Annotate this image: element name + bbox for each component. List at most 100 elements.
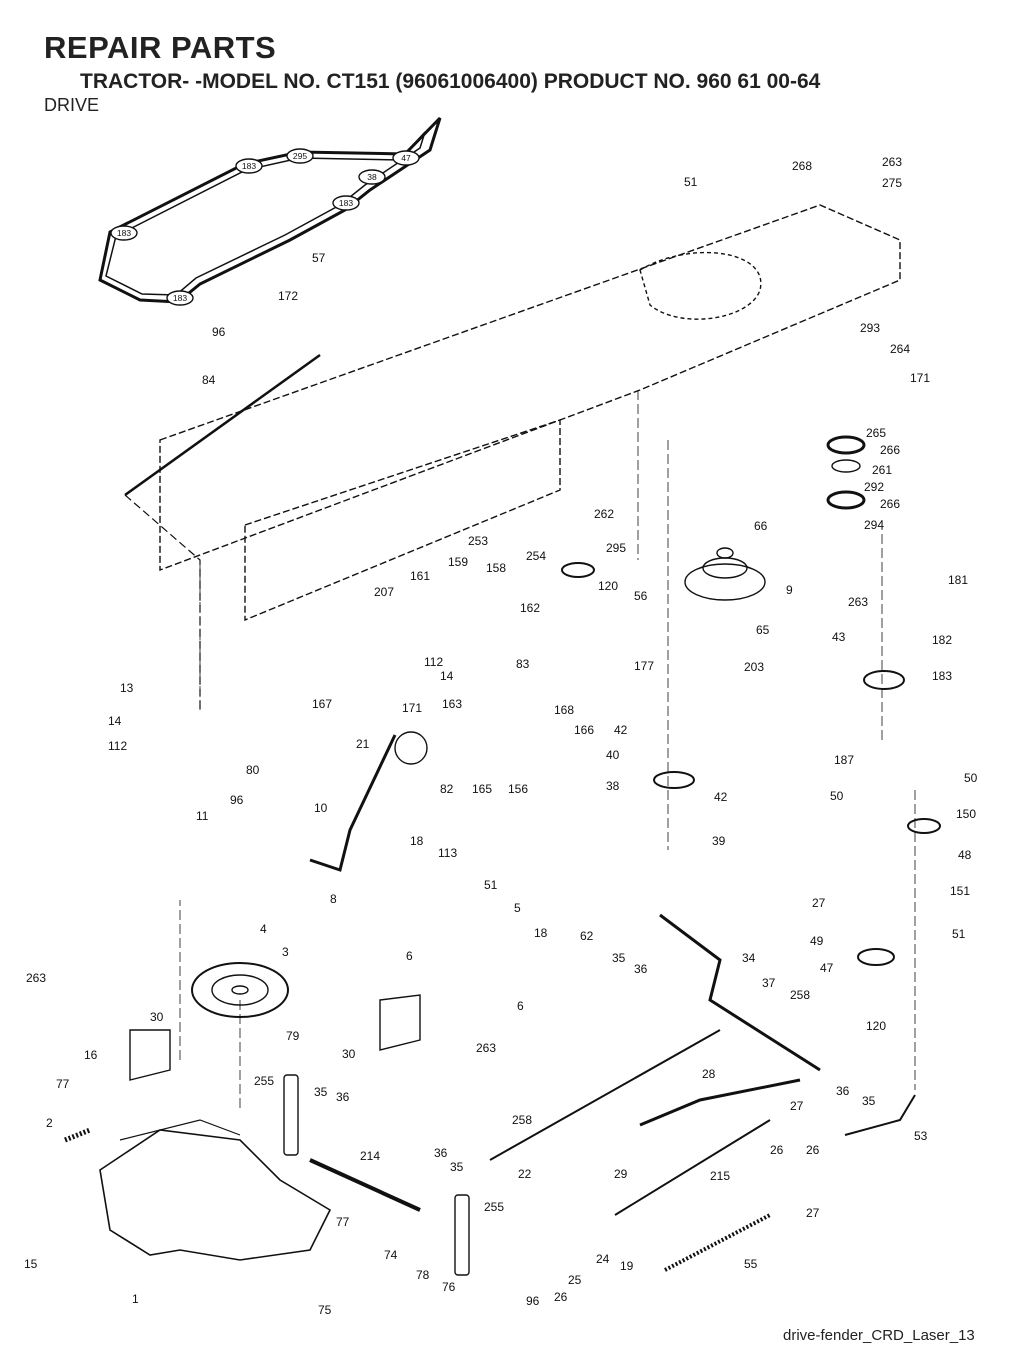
part-label-34: 34 bbox=[742, 951, 756, 965]
part-label-65: 65 bbox=[756, 623, 770, 637]
part-label-77b: 77 bbox=[336, 1215, 350, 1229]
bracket-30-right bbox=[379, 994, 421, 1051]
part-label-50b: 50 bbox=[964, 771, 978, 785]
part-label-8: 8 bbox=[330, 892, 337, 906]
idler-266-top bbox=[826, 435, 866, 455]
center-lines bbox=[179, 390, 916, 1110]
idler-261 bbox=[831, 459, 861, 473]
part-label-15: 15 bbox=[24, 1257, 38, 1271]
part-label-47: 47 bbox=[820, 961, 834, 975]
part-label-161: 161 bbox=[410, 569, 430, 583]
part-label-36a: 36 bbox=[634, 962, 648, 976]
part-label-26b: 26 bbox=[806, 1143, 820, 1157]
part-label-96c: 96 bbox=[526, 1294, 540, 1308]
part-label-293: 293 bbox=[860, 321, 880, 335]
part-label-215: 215 bbox=[710, 1169, 730, 1183]
brake-shaft bbox=[659, 913, 821, 1072]
drawing-lines bbox=[64, 116, 941, 1276]
part-label-168: 168 bbox=[554, 703, 574, 717]
pulley-47 bbox=[857, 948, 895, 966]
part-label-263c: 263 bbox=[26, 971, 46, 985]
transaxle-housing bbox=[99, 1129, 332, 1261]
part-label-35d: 35 bbox=[450, 1160, 464, 1174]
part-label-275: 275 bbox=[882, 176, 902, 190]
part-label-22: 22 bbox=[518, 1167, 532, 1181]
part-label-264: 264 bbox=[890, 342, 910, 356]
part-label-76: 76 bbox=[442, 1280, 456, 1294]
part-label-40: 40 bbox=[606, 748, 620, 762]
part-label-83: 83 bbox=[516, 657, 530, 671]
drive-belt-inner bbox=[105, 131, 426, 296]
rod-215 bbox=[614, 1119, 771, 1216]
part-label-51b: 51 bbox=[484, 878, 498, 892]
page-title: REPAIR PARTS bbox=[44, 30, 277, 65]
part-label-30a: 30 bbox=[150, 1010, 164, 1024]
part-label-203: 203 bbox=[744, 660, 764, 674]
part-label-62: 62 bbox=[580, 929, 594, 943]
pedal-link-28 bbox=[639, 1078, 801, 1127]
part-label-268: 268 bbox=[792, 159, 812, 173]
part-label-51a: 51 bbox=[684, 175, 698, 189]
part-label-16: 16 bbox=[84, 1048, 98, 1062]
part-label-25: 25 bbox=[568, 1273, 582, 1287]
transmission-pulley bbox=[191, 962, 289, 1018]
part-label-187: 187 bbox=[834, 753, 854, 767]
part-label-292: 292 bbox=[864, 480, 884, 494]
part-label-51c: 51 bbox=[952, 927, 966, 941]
part-label-66: 66 bbox=[754, 519, 768, 533]
part-label-171b: 171 bbox=[402, 701, 422, 715]
part-label-37: 37 bbox=[762, 976, 776, 990]
part-label-77a: 77 bbox=[56, 1077, 70, 1091]
part-label-120b: 120 bbox=[866, 1019, 886, 1033]
part-label-183: 183 bbox=[932, 669, 952, 683]
part-label-56: 56 bbox=[634, 589, 648, 603]
drawing-id: drive-fender_CRD_Laser_13 bbox=[783, 1327, 975, 1344]
shift-lever bbox=[309, 734, 397, 872]
pulley-150 bbox=[907, 818, 941, 834]
rod-22 bbox=[489, 1029, 721, 1161]
part-label-82: 82 bbox=[440, 782, 454, 796]
frame-outline bbox=[159, 204, 901, 572]
part-label-26c: 26 bbox=[554, 1290, 568, 1304]
part-label-79: 79 bbox=[286, 1029, 300, 1043]
belt-pulley-marker bbox=[332, 195, 360, 211]
part-label-207: 207 bbox=[374, 585, 394, 599]
pulley-38 bbox=[653, 771, 695, 789]
part-label-18b: 18 bbox=[534, 926, 548, 940]
part-label-295: 295 bbox=[606, 541, 626, 555]
part-label-253: 253 bbox=[468, 534, 488, 548]
part-label-266b: 266 bbox=[880, 497, 900, 511]
part-label-113: 113 bbox=[438, 846, 457, 860]
part-label-2: 2 bbox=[46, 1116, 53, 1130]
part-label-159: 159 bbox=[448, 555, 468, 569]
part-label-166: 166 bbox=[574, 723, 594, 737]
part-label-158: 158 bbox=[486, 561, 506, 575]
frame-lower-rail bbox=[244, 419, 561, 622]
part-label-84: 84 bbox=[202, 373, 216, 387]
part-label-6b: 6 bbox=[517, 999, 524, 1013]
part-label-120a: 120 bbox=[598, 579, 618, 593]
idler-183 bbox=[863, 670, 905, 690]
part-label-263b: 263 bbox=[848, 595, 868, 609]
part-label-294: 294 bbox=[864, 518, 884, 532]
bracket-255-right bbox=[454, 1194, 470, 1276]
part-label-11: 11 bbox=[196, 809, 209, 823]
part-label-53: 53 bbox=[914, 1129, 928, 1143]
part-label-261: 261 bbox=[872, 463, 892, 477]
part-label-35a: 35 bbox=[612, 951, 626, 965]
part-label-150: 150 bbox=[956, 807, 976, 821]
part-label-156: 156 bbox=[508, 782, 528, 796]
part-label-265: 265 bbox=[866, 426, 886, 440]
part-label-262: 262 bbox=[594, 507, 614, 521]
part-label-171a: 171 bbox=[910, 371, 930, 385]
axle-214 bbox=[309, 1158, 421, 1212]
part-label-165: 165 bbox=[472, 782, 492, 796]
part-label-35b: 35 bbox=[314, 1085, 328, 1099]
part-label-19: 19 bbox=[620, 1259, 634, 1273]
part-label-151: 151 bbox=[950, 884, 970, 898]
part-label-266a: 266 bbox=[880, 443, 900, 457]
part-label-112b: 112 bbox=[108, 739, 127, 753]
part-label-38: 38 bbox=[606, 779, 620, 793]
part-label-258b: 258 bbox=[512, 1113, 532, 1127]
